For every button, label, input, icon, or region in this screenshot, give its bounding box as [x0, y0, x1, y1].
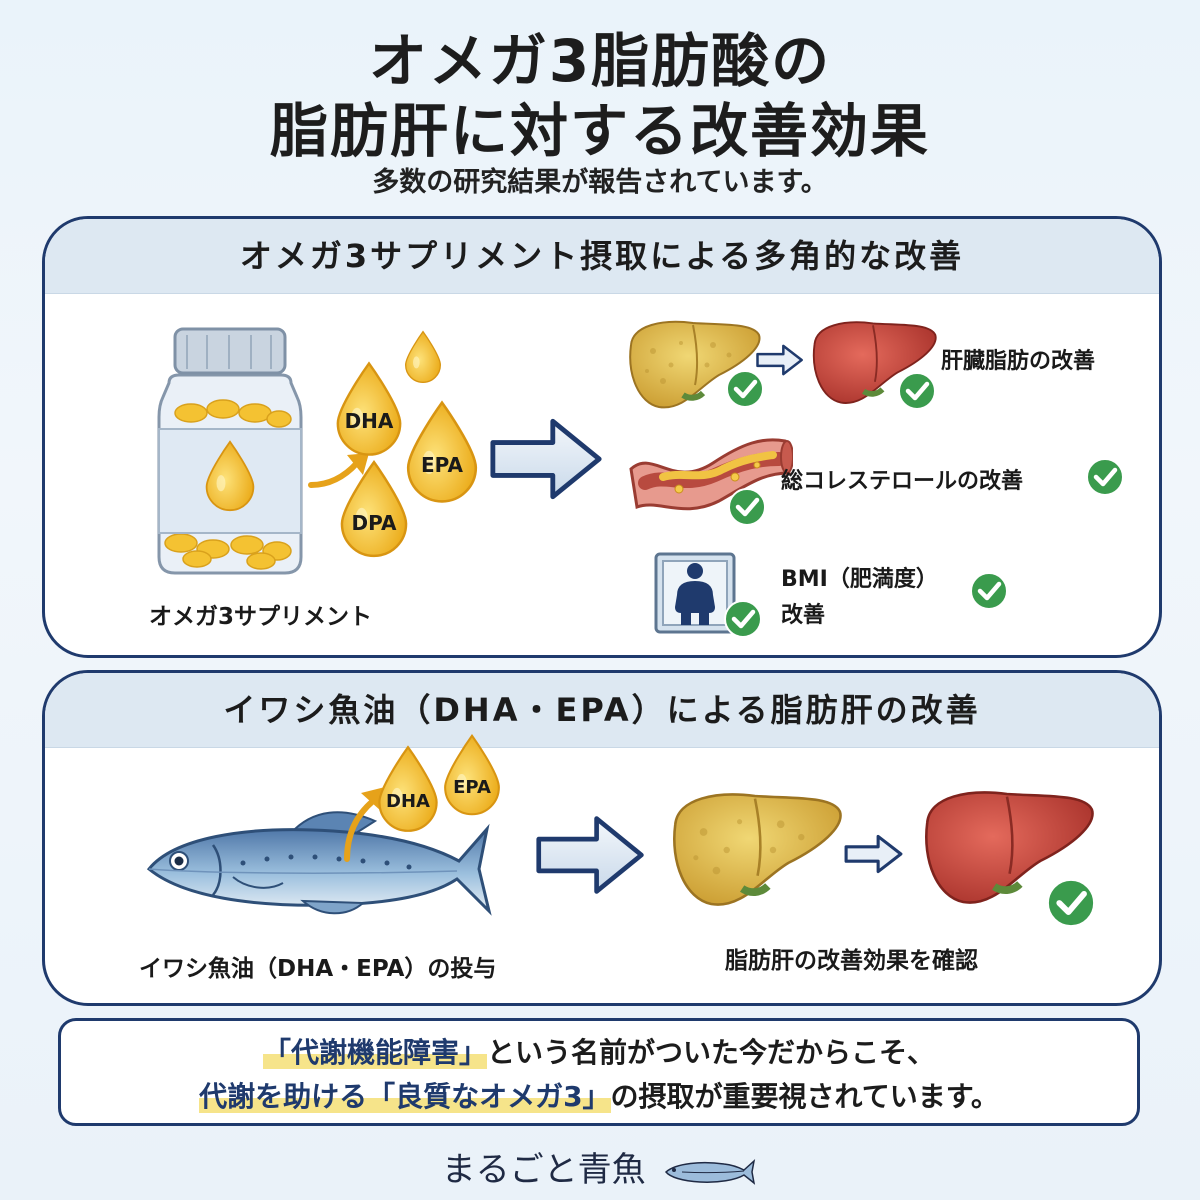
dha-label: DHA	[386, 791, 430, 812]
bmi-result-label-line1: BMI（肥満度）	[781, 567, 938, 592]
epa-drop: EPA	[403, 399, 481, 505]
brand-name: まるごと青魚	[441, 1150, 646, 1190]
sardine-icon	[665, 1158, 756, 1185]
supplement-panel-heading: オメガ3サプリメント摂取による多角的な改善	[45, 219, 1159, 294]
page-subtitle: 多数の研究結果が報告されています。	[372, 167, 828, 198]
oil-drop-icon	[340, 460, 408, 558]
arrow-right-icon	[844, 834, 903, 874]
arrow-right-icon	[535, 813, 647, 897]
oil-drop-icon	[378, 746, 438, 832]
conclusion-highlight-1: 「代謝機能障害」	[262, 1036, 487, 1069]
check-icon	[969, 571, 1009, 611]
fish-oil-label: イワシ魚油（DHA・EPA）の投与	[139, 956, 497, 982]
body-scale-icon	[654, 552, 736, 634]
check-icon	[727, 487, 767, 527]
conclusion-line1: 「代謝機能障害」という名前がついた今だからこそ、	[61, 1031, 1137, 1075]
check-icon	[897, 371, 937, 411]
arrow-right-icon	[489, 415, 605, 503]
arrow-right-icon	[756, 344, 803, 376]
cholesterol-result-label: 総コレステロールの改善	[781, 469, 1024, 494]
oil-drop-icon	[444, 734, 500, 816]
epa-drop: EPA	[441, 731, 503, 819]
oil-drop-icon	[404, 330, 442, 384]
brand-logo: まるごと青魚	[0, 1142, 1200, 1191]
page-title-line2: 脂肪肝に対する改善効果	[269, 97, 930, 165]
page-title-line1: オメガ3脂肪酸の	[368, 27, 832, 95]
sardine-icon	[146, 811, 492, 916]
artery-icon	[629, 438, 793, 511]
dha-drop: DHA	[375, 743, 441, 835]
conclusion-text-2: の摂取が重要視されています。	[610, 1080, 999, 1113]
fish-oil-panel: イワシ魚油（DHA・EPA）による脂肪肝の改善 DHA EPA イワシ魚油（DH…	[42, 670, 1162, 1006]
check-icon	[1045, 877, 1097, 929]
conclusion-text-1: という名前がついた今だからこそ、	[487, 1036, 936, 1069]
oil-drop-icon	[406, 401, 478, 503]
liver-result-label: 肝臓脂肪の改善	[941, 349, 1096, 374]
fish-oil-result-label: 脂肪肝の改善効果を確認	[725, 948, 978, 974]
supplement-panel: オメガ3サプリメント摂取による多角的な改善 DHA EPA DPA オメガ3サ	[42, 216, 1162, 658]
bmi-result-label-line2: 改善	[781, 603, 826, 628]
dpa-label: DPA	[351, 511, 397, 535]
dha-label: DHA	[344, 409, 394, 433]
fish-oil-panel-heading: イワシ魚油（DHA・EPA）による脂肪肝の改善	[45, 673, 1159, 748]
supplement-bottle-icon	[157, 327, 303, 575]
check-icon	[723, 599, 763, 639]
epa-label: EPA	[421, 453, 463, 477]
supplement-label: オメガ3サプリメント	[149, 604, 373, 630]
conclusion-highlight-2: 代謝を助ける「良質なオメガ3」	[199, 1080, 611, 1113]
conclusion-box: 「代謝機能障害」という名前がついた今だからこそ、 代謝を助ける「良質なオメガ3」…	[58, 1018, 1140, 1126]
arrow-right-icon	[308, 453, 369, 488]
check-icon	[1085, 457, 1125, 497]
epa-label: EPA	[453, 777, 491, 798]
dpa-drop: DPA	[337, 459, 411, 559]
conclusion-line2: 代謝を助ける「良質なオメガ3」の摂取が重要視されています。	[61, 1075, 1137, 1119]
dha-drop: DHA	[333, 359, 405, 459]
fatty-liver-icon	[665, 785, 845, 915]
